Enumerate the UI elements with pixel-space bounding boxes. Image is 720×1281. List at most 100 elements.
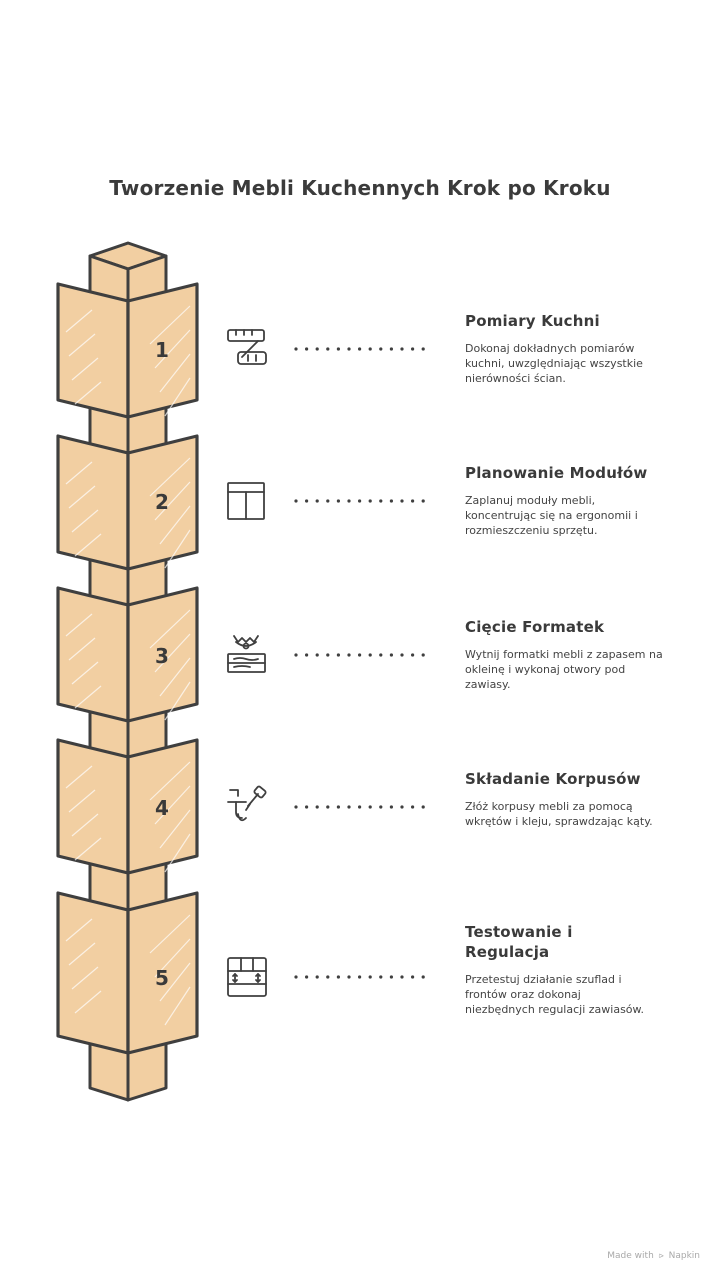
step-3-number: 3 xyxy=(155,644,169,668)
connector-dot xyxy=(305,347,309,351)
connector-dot xyxy=(315,499,319,503)
connector-dot xyxy=(368,499,372,503)
connector-dot xyxy=(379,975,383,979)
connector-dot xyxy=(347,347,351,351)
connector-dot xyxy=(400,975,404,979)
step-5-title: Testowanie i Regulacja xyxy=(465,923,573,961)
connector-dot xyxy=(400,347,404,351)
connector-dots-layer xyxy=(294,347,425,979)
cube-step-2: 2 xyxy=(56,434,199,571)
connector-dot xyxy=(368,653,372,657)
connector-dot xyxy=(358,499,362,503)
connector-dot xyxy=(368,805,372,809)
made-with-napkin-watermark: Made with ⪧ Napkin xyxy=(607,1251,700,1261)
connector-dot xyxy=(305,499,309,503)
connector-dot xyxy=(411,499,415,503)
connector-dot xyxy=(326,805,330,809)
connector-dot xyxy=(389,653,393,657)
connector-dot xyxy=(305,975,309,979)
connector-dot xyxy=(421,975,425,979)
connector-dot xyxy=(379,653,383,657)
tower-layer: 1 2 3 4 5 xyxy=(56,241,199,1102)
connector-dot xyxy=(400,653,404,657)
watermark-brand: Napkin xyxy=(668,1251,700,1261)
connector-dot xyxy=(294,805,298,809)
connector-dot xyxy=(358,975,362,979)
connector-dot xyxy=(368,975,372,979)
connector-dot xyxy=(421,347,425,351)
saw-board-icon xyxy=(227,635,266,673)
connector-dot xyxy=(411,805,415,809)
connector-dot xyxy=(315,347,319,351)
drawer-adjust-icon xyxy=(227,957,267,997)
watermark-prefix: Made with xyxy=(607,1251,654,1261)
connector-dot xyxy=(294,653,298,657)
connector-dot xyxy=(336,347,340,351)
connector-dot xyxy=(336,975,340,979)
step-4-number: 4 xyxy=(155,796,169,820)
connector-dot xyxy=(358,347,362,351)
step-1-description: Dokonaj dokładnych pomiarów kuchni, uwzg… xyxy=(465,342,643,385)
step-2-block: Planowanie Modułów Zaplanuj moduły mebli… xyxy=(465,463,665,538)
connector-dot xyxy=(347,653,351,657)
connector-dot xyxy=(379,805,383,809)
connector-dot xyxy=(421,499,425,503)
step-2-title: Planowanie Modułów xyxy=(465,464,648,482)
cabinet-layout-icon xyxy=(227,482,265,520)
connector-dot xyxy=(326,975,330,979)
step-2-description: Zaplanuj moduły mebli, koncentrując się … xyxy=(465,494,638,537)
cube-step-4: 4 xyxy=(56,738,199,875)
connector-dot xyxy=(347,805,351,809)
connector-dot xyxy=(400,499,404,503)
connector-dot xyxy=(294,975,298,979)
connector-dot xyxy=(305,653,309,657)
cube-step-5: 5 xyxy=(56,891,199,1055)
connector-dot xyxy=(294,347,298,351)
connector-dot xyxy=(389,805,393,809)
step-2-number: 2 xyxy=(155,490,169,514)
connector-dot xyxy=(315,975,319,979)
step-3-title: Cięcie Formatek xyxy=(465,618,605,636)
connector-dot xyxy=(326,499,330,503)
step-3-description: Wytnij formatki mebli z zapasem na oklei… xyxy=(465,648,663,691)
step-1-title: Pomiary Kuchni xyxy=(465,312,600,330)
step-3-block: Cięcie Formatek Wytnij formatki mebli z … xyxy=(465,617,665,692)
connector-dot xyxy=(336,499,340,503)
connector-dot xyxy=(411,653,415,657)
screwdriver-assembly-icon xyxy=(227,785,267,822)
connector-dot xyxy=(358,653,362,657)
step-5-number: 5 xyxy=(155,966,169,990)
connector-dot xyxy=(421,653,425,657)
step-4-description: Złóż korpusy mebli za pomocą wkrętów i k… xyxy=(465,800,653,828)
connector-dot xyxy=(389,975,393,979)
connector-dot xyxy=(379,347,383,351)
connector-dot xyxy=(294,499,298,503)
step-1-block: Pomiary Kuchni Dokonaj dokładnych pomiar… xyxy=(465,311,665,386)
connector-dot xyxy=(389,347,393,351)
connector-dot xyxy=(347,975,351,979)
icon-layer xyxy=(227,329,267,997)
step-5-description: Przetestuj działanie szuflad i frontów o… xyxy=(465,973,645,1016)
connector-dot xyxy=(315,805,319,809)
connector-dot xyxy=(421,805,425,809)
step-4-title: Składanie Korpusów xyxy=(465,770,641,788)
connector-dot xyxy=(326,347,330,351)
connector-dot xyxy=(347,499,351,503)
connector-dot xyxy=(400,805,404,809)
connector-dot xyxy=(326,653,330,657)
connector-dot xyxy=(336,805,340,809)
napkin-logo-icon: ⪧ xyxy=(658,1251,664,1261)
cube-step-1: 1 xyxy=(56,282,199,419)
connector-dot xyxy=(379,499,383,503)
connector-dot xyxy=(315,653,319,657)
page-title: Tworzenie Mebli Kuchennych Krok po Kroku xyxy=(109,176,611,200)
connector-dot xyxy=(368,347,372,351)
step-4-block: Składanie Korpusów Złóż korpusy mebli za… xyxy=(465,769,665,829)
connector-dot xyxy=(358,805,362,809)
connector-dot xyxy=(411,347,415,351)
step-1-number: 1 xyxy=(155,338,169,362)
connector-dot xyxy=(389,499,393,503)
connector-dot xyxy=(305,805,309,809)
cube-step-3: 3 xyxy=(56,586,199,723)
